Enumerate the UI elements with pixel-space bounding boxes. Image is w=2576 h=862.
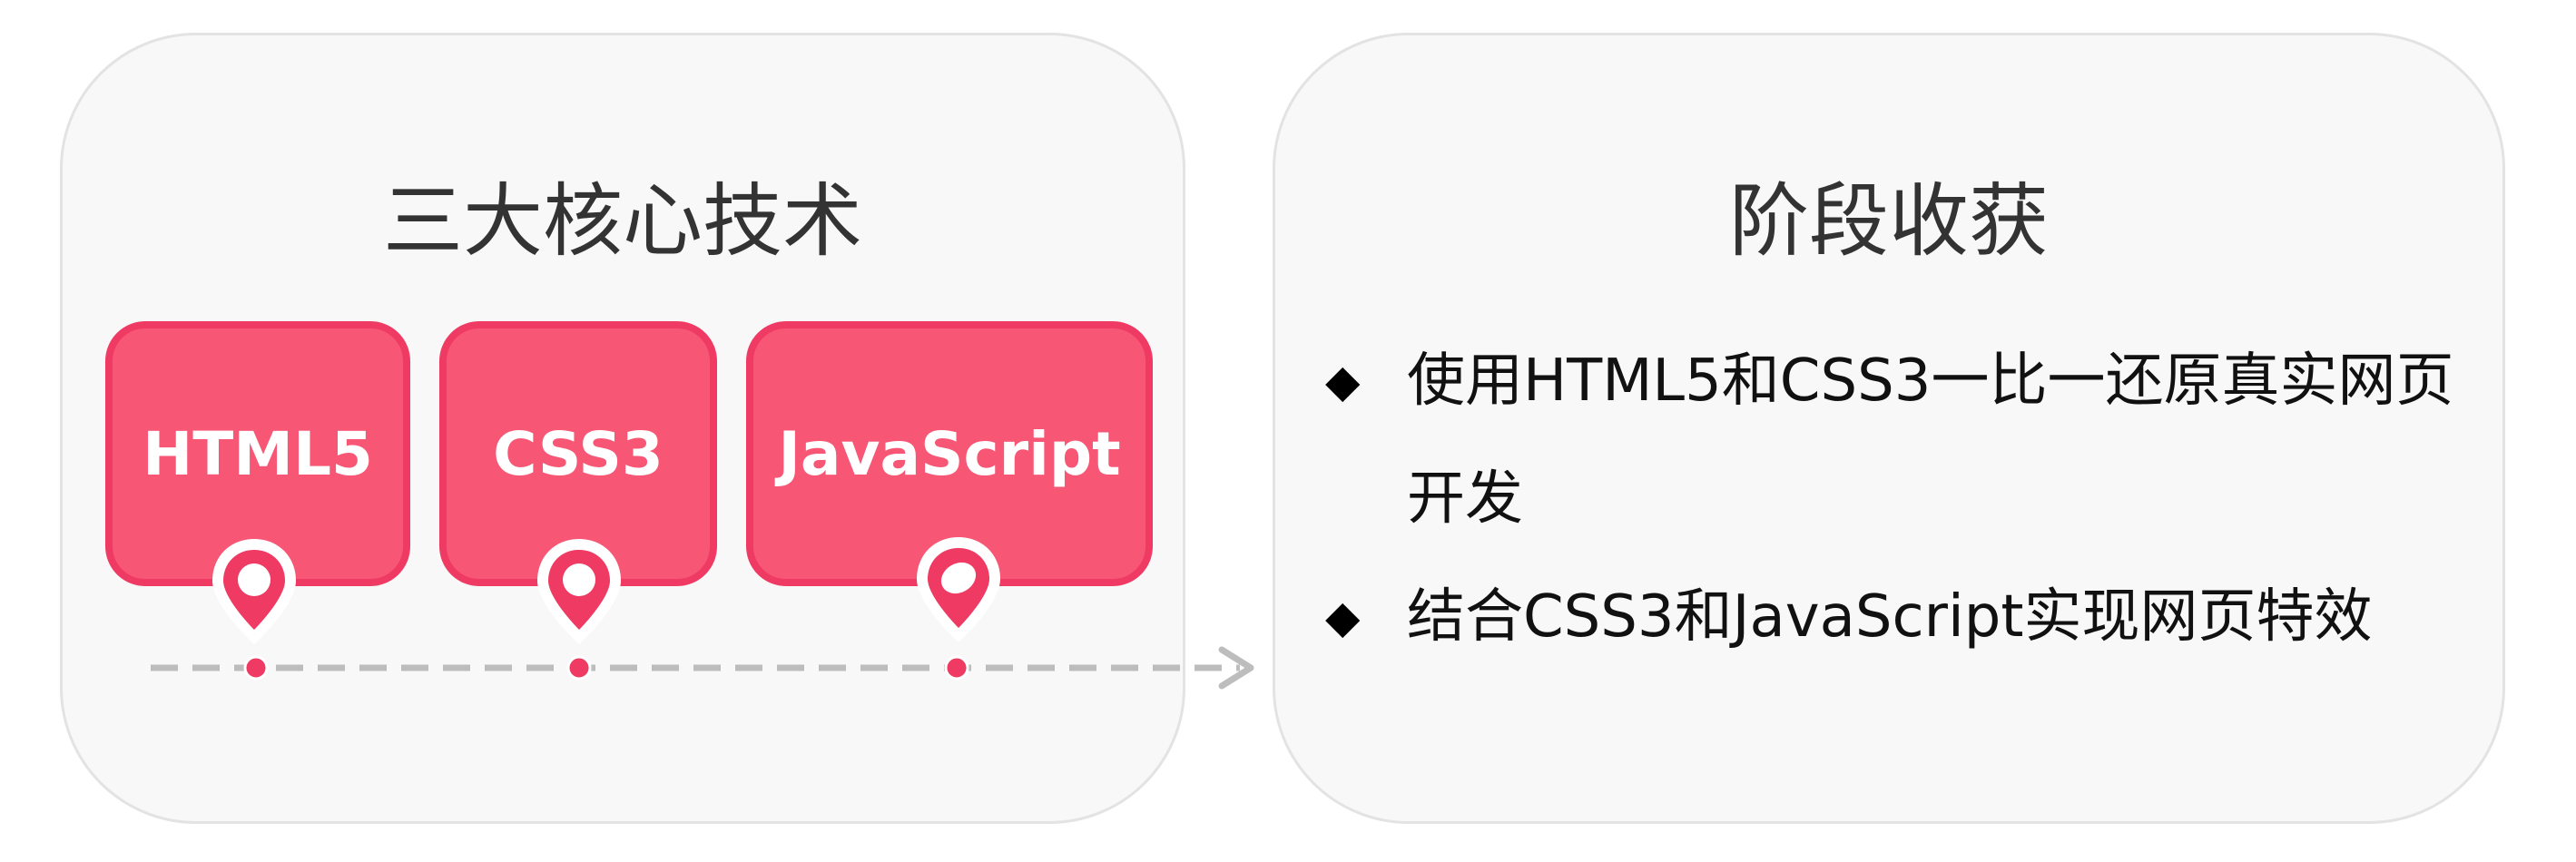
tech-card-css3: CSS3: [439, 321, 717, 586]
map-pin-icon: [537, 539, 621, 644]
list-item: ◆ 使用HTML5和CSS3一比一还原真实网页开发: [1325, 322, 2496, 558]
list-item: ◆ 结合CSS3和JavaScript实现网页特效: [1325, 558, 2496, 676]
timeline-dot-2: [566, 655, 592, 681]
arrow-right-icon: [1218, 646, 1254, 690]
stage-outcomes-title: 阶段收获: [1728, 174, 2049, 268]
map-pin-icon: [917, 537, 1000, 642]
tech-card-label: CSS3: [493, 418, 664, 489]
outcome-text: 结合CSS3和JavaScript实现网页特效: [1407, 583, 2373, 651]
diamond-bullet-icon: ◆: [1325, 591, 1361, 643]
outcomes-list: ◆ 使用HTML5和CSS3一比一还原真实网页开发 ◆ 结合CSS3和JavaS…: [1325, 322, 2496, 676]
tech-card-label: JavaScript: [778, 418, 1121, 489]
core-technologies-title: 三大核心技术: [382, 174, 862, 268]
diamond-bullet-icon: ◆: [1325, 355, 1361, 407]
tech-card-label: HTML5: [143, 418, 373, 489]
timeline-dot-3: [944, 655, 969, 681]
map-pin-icon: [212, 539, 296, 644]
timeline-dot-1: [243, 655, 269, 681]
stage-outcomes-panel: 阶段收获: [1273, 33, 2505, 824]
timeline-arrow: [151, 646, 1254, 690]
outcome-text: 使用HTML5和CSS3一比一还原真实网页开发: [1407, 348, 2454, 533]
